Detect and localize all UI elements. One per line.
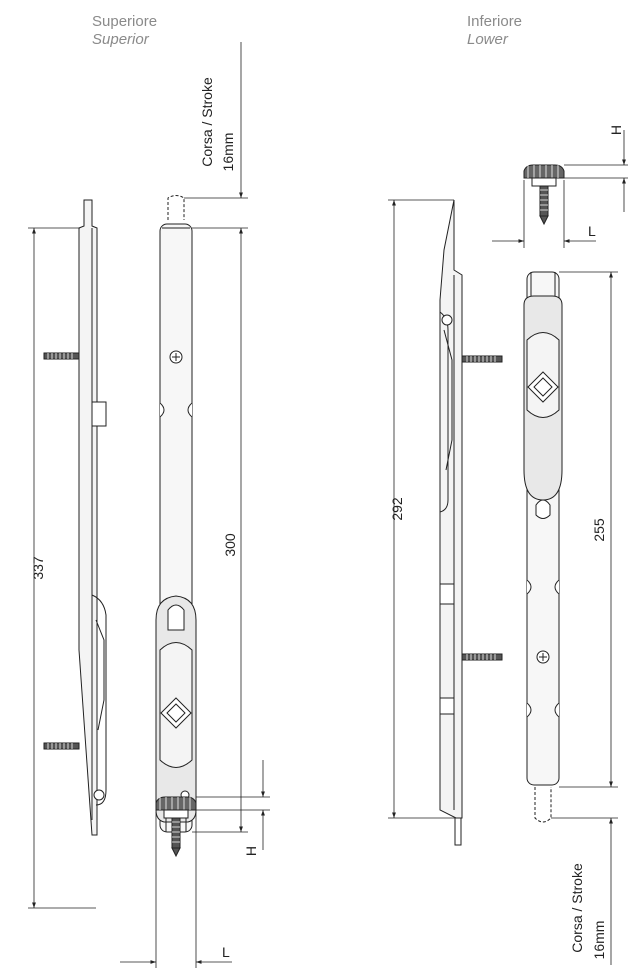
superior-height-label: H [243, 846, 259, 856]
lower-side-profile [439, 199, 463, 846]
lower-adjuster-knob [523, 164, 565, 226]
lower-stroke-label: Corsa / Stroke [569, 863, 585, 953]
superior-length-label: L [222, 944, 230, 960]
lower-subtitle: Lower [467, 31, 508, 48]
superior-adjuster-knob [155, 796, 197, 858]
superior-bottom-screw [43, 742, 80, 750]
superior-total-label: 337 [30, 556, 46, 580]
lower-stroke-value: 16mm [591, 921, 607, 960]
superior-top-screw [43, 352, 80, 360]
superior-subtitle: Superior [92, 31, 149, 48]
superior-side-profile [78, 199, 107, 836]
lower-title: Inferiore [467, 13, 523, 30]
lower-header: Inferiore Lower [467, 13, 522, 49]
superior-title: Superiore [92, 13, 158, 30]
superior-body-label: 300 [222, 533, 238, 557]
lower-body-label: 255 [591, 518, 607, 542]
lower-height-label: H [608, 125, 624, 135]
lower-length-label: L [588, 223, 596, 239]
dimension-lines [28, 42, 628, 968]
superior-header: Superiore Superior [92, 13, 157, 49]
superior-stroke-value: 16mm [220, 133, 236, 172]
lower-top-screw [461, 355, 503, 363]
lower-total-label: 292 [389, 497, 405, 521]
superior-stroke-label: Corsa / Stroke [199, 77, 215, 167]
lower-bottom-screw [461, 653, 503, 661]
superior-front-body [155, 195, 197, 833]
lower-front-body [523, 271, 563, 823]
